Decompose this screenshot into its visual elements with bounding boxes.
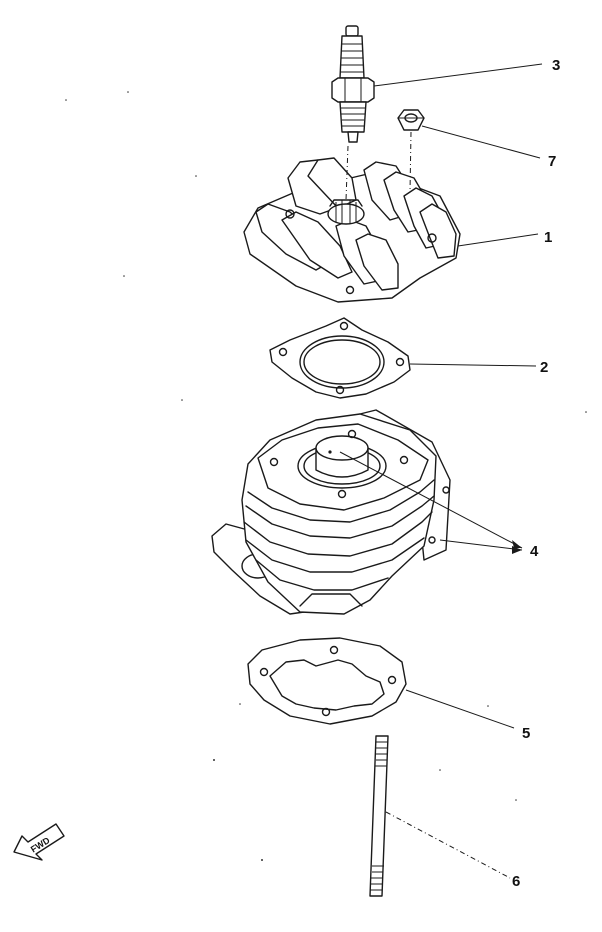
scan-specks <box>65 91 587 861</box>
cylinder-head-icon[interactable] <box>243 157 461 303</box>
callout-1: 1 <box>544 229 552 246</box>
callout-4: 4 <box>530 543 539 560</box>
cylinder-and-piston-icon[interactable] <box>211 409 451 615</box>
fwd-arrow-icon: FWD <box>13 823 65 861</box>
spark-plug-icon[interactable] <box>331 25 375 143</box>
callout-5: 5 <box>522 725 530 742</box>
callout-3: 3 <box>552 57 560 74</box>
stud-bolt-icon[interactable] <box>369 735 389 897</box>
nut-icon[interactable] <box>397 109 425 131</box>
leader-lines <box>339 63 543 879</box>
callout-7: 7 <box>548 153 556 170</box>
assembly-axis-lines <box>345 131 412 201</box>
head-gasket-icon[interactable] <box>269 317 411 399</box>
callout-labels: 3 7 1 2 4 5 6 <box>512 57 560 890</box>
base-gasket-icon[interactable] <box>247 637 407 725</box>
callout-6: 6 <box>512 873 520 890</box>
callout-2: 2 <box>540 359 548 376</box>
